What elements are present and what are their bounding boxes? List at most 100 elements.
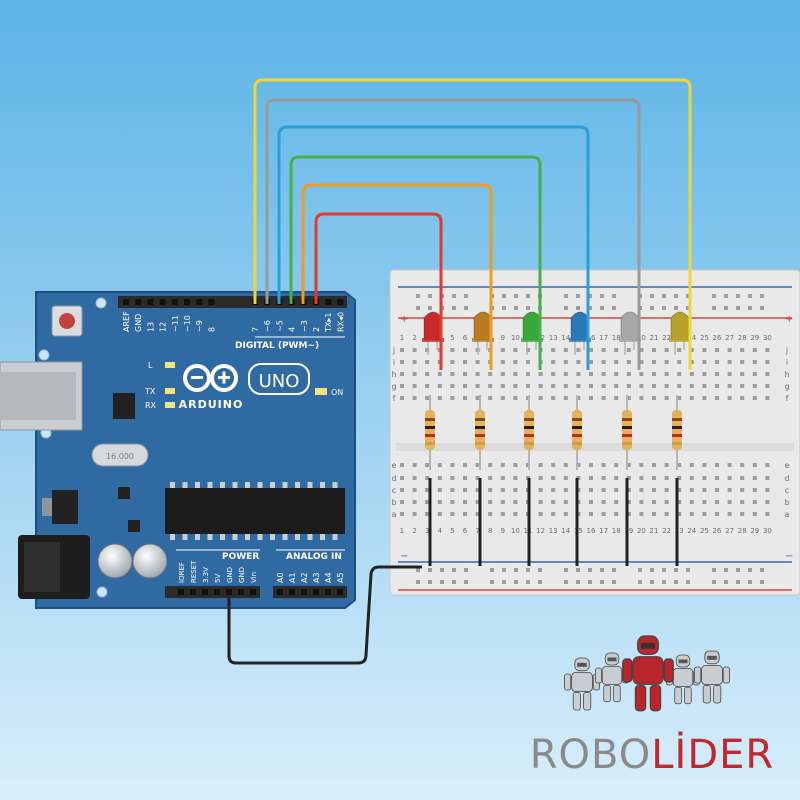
breadboard-hole[interactable] (652, 512, 656, 516)
header-pin[interactable] (208, 299, 215, 305)
breadboard-hole[interactable] (601, 476, 606, 480)
breadboard-hole[interactable] (437, 500, 442, 504)
breadboard-hole[interactable] (538, 396, 543, 400)
breadboard-hole[interactable] (589, 360, 593, 364)
breadboard-hole[interactable] (727, 500, 732, 504)
breadboard-hole[interactable] (513, 384, 518, 388)
rail-hole[interactable] (416, 568, 420, 572)
breadboard-hole[interactable] (412, 372, 417, 376)
header-pin[interactable] (325, 299, 332, 305)
rail-hole[interactable] (736, 306, 740, 310)
rail-hole[interactable] (490, 568, 494, 572)
breadboard-hole[interactable] (463, 348, 467, 352)
breadboard-hole[interactable] (614, 512, 619, 516)
breadboard-hole[interactable] (740, 488, 745, 492)
breadboard-hole[interactable] (614, 500, 619, 504)
breadboard-hole[interactable] (689, 384, 694, 388)
breadboard-hole[interactable] (500, 348, 505, 352)
breadboard-hole[interactable] (689, 512, 694, 516)
breadboard-hole[interactable] (437, 372, 442, 376)
breadboard-hole[interactable] (576, 384, 581, 388)
breadboard-hole[interactable] (664, 384, 669, 388)
breadboard-hole[interactable] (702, 372, 707, 376)
breadboard-hole[interactable] (689, 488, 694, 492)
breadboard-hole[interactable] (677, 476, 682, 480)
analog-header[interactable] (273, 586, 347, 598)
rail-hole[interactable] (440, 568, 444, 572)
breadboard-hole[interactable] (702, 476, 707, 480)
header-pin[interactable] (171, 299, 178, 305)
header-pin[interactable] (196, 299, 203, 305)
breadboard-hole[interactable] (425, 512, 430, 516)
rail-hole[interactable] (428, 580, 432, 584)
breadboard-hole[interactable] (576, 360, 581, 364)
breadboard-hole[interactable] (727, 396, 732, 400)
breadboard-hole[interactable] (500, 360, 505, 364)
breadboard-hole[interactable] (589, 512, 593, 516)
breadboard-hole[interactable] (488, 384, 493, 388)
rail-hole[interactable] (662, 568, 666, 572)
breadboard-hole[interactable] (589, 384, 593, 388)
header-pin[interactable] (214, 589, 220, 595)
rail-hole[interactable] (674, 568, 678, 572)
breadboard-hole[interactable] (488, 396, 493, 400)
breadboard-hole[interactable] (740, 500, 745, 504)
breadboard-hole[interactable] (601, 372, 606, 376)
breadboard-hole[interactable] (437, 512, 442, 516)
breadboard-hole[interactable] (752, 488, 757, 492)
header-pin[interactable] (159, 299, 166, 305)
rail-hole[interactable] (736, 294, 740, 298)
rail-hole[interactable] (748, 294, 752, 298)
rail-hole[interactable] (686, 568, 690, 572)
header-pin[interactable] (337, 299, 344, 305)
breadboard-hole[interactable] (500, 396, 505, 400)
breadboard-hole[interactable] (652, 500, 656, 504)
rail-hole[interactable] (514, 294, 518, 298)
breadboard-hole[interactable] (589, 372, 593, 376)
rail-hole[interactable] (748, 580, 752, 584)
rail-hole[interactable] (712, 306, 716, 310)
rail-hole[interactable] (452, 580, 456, 584)
breadboard-hole[interactable] (589, 396, 593, 400)
rail-hole[interactable] (490, 580, 494, 584)
rail-hole[interactable] (464, 568, 468, 572)
breadboard-hole[interactable] (513, 500, 518, 504)
rail-hole[interactable] (588, 580, 592, 584)
breadboard-hole[interactable] (412, 463, 417, 467)
breadboard-hole[interactable] (702, 384, 707, 388)
breadboard-hole[interactable] (614, 372, 619, 376)
breadboard-hole[interactable] (563, 360, 568, 364)
breadboard-hole[interactable] (626, 396, 631, 400)
breadboard-hole[interactable] (450, 488, 455, 492)
breadboard-hole[interactable] (551, 488, 556, 492)
breadboard-hole[interactable] (626, 372, 631, 376)
breadboard-hole[interactable] (400, 500, 404, 504)
breadboard-hole[interactable] (463, 372, 467, 376)
breadboard-hole[interactable] (689, 500, 694, 504)
breadboard-hole[interactable] (752, 360, 757, 364)
breadboard-hole[interactable] (425, 384, 430, 388)
breadboard-hole[interactable] (450, 372, 455, 376)
breadboard-hole[interactable] (677, 372, 682, 376)
breadboard-hole[interactable] (563, 500, 568, 504)
rail-hole[interactable] (416, 580, 420, 584)
breadboard-hole[interactable] (563, 384, 568, 388)
rail-hole[interactable] (760, 306, 764, 310)
breadboard-hole[interactable] (715, 372, 719, 376)
breadboard-hole[interactable] (425, 488, 430, 492)
rail-hole[interactable] (440, 580, 444, 584)
breadboard-hole[interactable] (488, 476, 493, 480)
breadboard-hole[interactable] (677, 396, 682, 400)
breadboard-hole[interactable] (463, 488, 467, 492)
breadboard-hole[interactable] (563, 512, 568, 516)
breadboard-hole[interactable] (626, 500, 631, 504)
breadboard-hole[interactable] (652, 488, 656, 492)
rail-hole[interactable] (564, 568, 568, 572)
header-pin[interactable] (184, 299, 190, 305)
breadboard-hole[interactable] (475, 463, 480, 467)
breadboard-hole[interactable] (551, 512, 556, 516)
breadboard-hole[interactable] (715, 488, 719, 492)
breadboard-hole[interactable] (727, 384, 732, 388)
breadboard-hole[interactable] (563, 348, 568, 352)
breadboard-hole[interactable] (538, 512, 543, 516)
